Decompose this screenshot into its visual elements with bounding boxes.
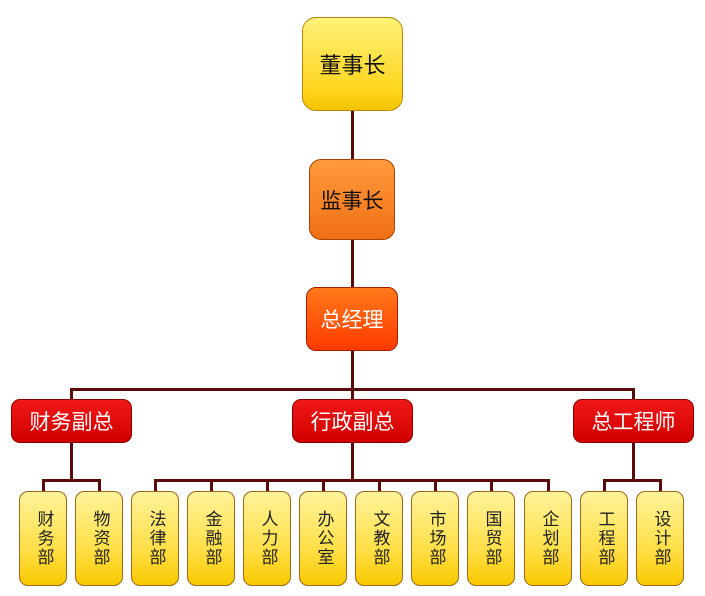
connector-leaf [659,479,662,491]
node-label: 行政副总 [310,410,395,434]
node-label: 总工程师 [591,410,676,434]
connector-vp2-down [351,443,354,480]
node-label: 物资部 [89,510,110,567]
node-label: 工程部 [594,510,615,567]
node-chairman: 董事长 [302,17,403,111]
connector-leaf [490,479,493,491]
node-label: 人力部 [257,510,278,567]
node-department: 文教部 [355,491,403,586]
node-label: 董事长 [319,54,386,79]
connector-leaf [378,479,381,491]
connector-vp1-down [70,443,73,480]
node-label: 文教部 [369,510,390,567]
connector-leaf [42,479,45,491]
node-label: 企划部 [538,510,559,567]
connector-leaf [322,479,325,491]
node-department: 国贸部 [467,491,515,586]
node-label: 总经理 [320,308,384,332]
connector-vp1-up [70,388,73,399]
connector-leaf [434,479,437,491]
connector-leaf [547,479,550,491]
node-finance-vp: 财务副总 [11,399,132,443]
node-label: 金融部 [201,510,222,567]
node-label: 国贸部 [481,510,502,567]
connector-leaf [154,479,157,491]
node-department: 法律部 [131,491,179,586]
node-label: 监事长 [320,188,384,213]
node-department: 物资部 [75,491,123,586]
node-label: 财务部 [33,510,54,567]
connector-gm-down [351,351,354,389]
node-department: 金融部 [187,491,235,586]
connector-leaf [210,479,213,491]
node-chief-engineer: 总工程师 [573,399,694,443]
node-label: 财务副总 [29,410,114,434]
connector-leaf [266,479,269,491]
node-label: 市场部 [425,510,446,567]
node-department: 财务部 [19,491,67,586]
node-label: 法律部 [145,510,166,567]
node-label: 设计部 [650,510,671,567]
node-department: 人力部 [243,491,291,586]
node-department: 企划部 [524,491,572,586]
node-department: 市场部 [411,491,459,586]
node-department: 工程部 [580,491,628,586]
connector-vp2-up [351,388,354,399]
connector-vp1-bus [42,479,101,482]
connector-supervisor-gm [351,240,354,287]
node-general-manager: 总经理 [306,287,398,351]
connector-vp3-up [632,388,635,399]
node-admin-vp: 行政副总 [292,399,413,443]
node-department: 办公室 [299,491,347,586]
connector-vp2-bus [154,479,550,482]
connector-leaf [603,479,606,491]
connector-vp3-bus [603,479,662,482]
node-supervisor: 监事长 [309,159,395,240]
connector-chairman-supervisor [351,111,354,159]
connector-vp3-down [632,443,635,480]
node-label: 办公室 [313,510,334,567]
node-department: 设计部 [636,491,684,586]
connector-leaf [98,479,101,491]
